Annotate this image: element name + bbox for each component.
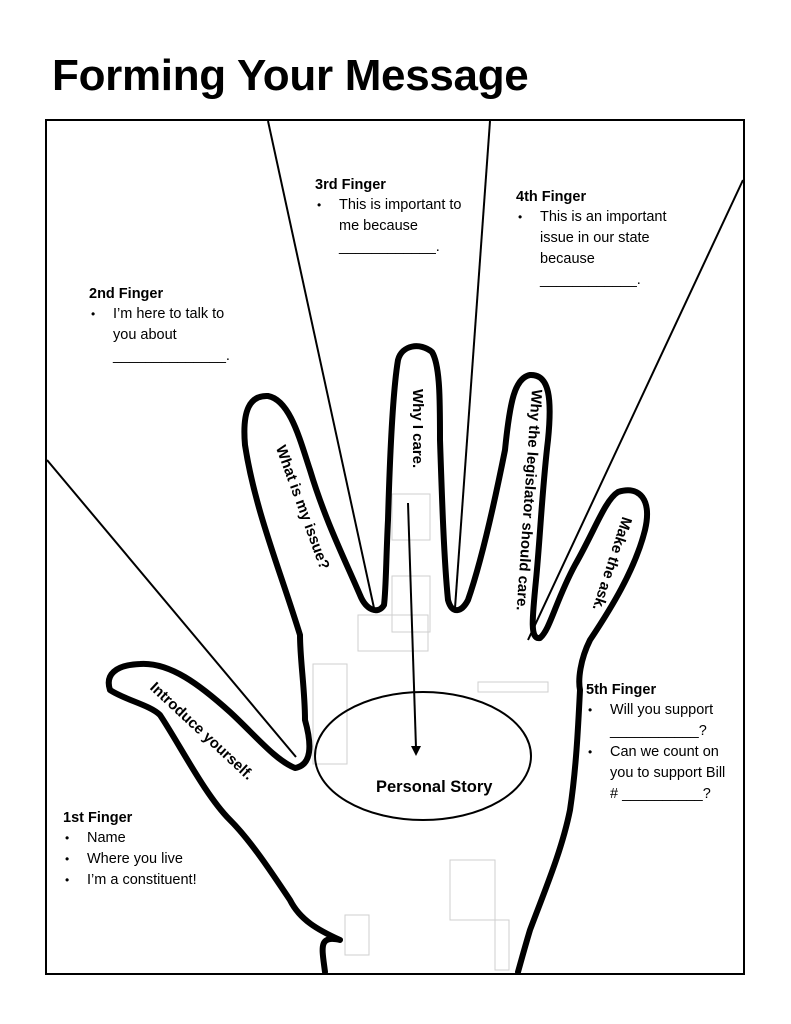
divider-line-3 (454, 120, 491, 609)
finger-bullets-3: This is important to me because ________… (315, 195, 465, 258)
arrow-line (407, 502, 417, 749)
finger-heading-1: 1st Finger (63, 810, 133, 826)
scan-artifact-boxes (312, 493, 549, 971)
personal-story-label: Personal Story (376, 778, 493, 796)
finger-bullets-1: Name Where you live I’m a constituent! (63, 828, 263, 891)
finger-block-2: 2nd Finger I’m here to talk to you about… (89, 284, 249, 367)
finger-label-3: Why I care. (409, 389, 426, 469)
divider-line-2 (267, 120, 375, 609)
bullet-item: This is an important issue in our state … (516, 207, 676, 291)
page-title: Forming Your Message (52, 51, 529, 100)
bullet-item: I’m here to talk to you about __________… (89, 304, 249, 367)
finger-block-5: 5th Finger Will you support ___________?… (586, 680, 736, 805)
finger-bullets-4: This is an important issue in our state … (516, 207, 676, 291)
finger-block-1: 1st Finger Name Where you live I’m a con… (63, 808, 263, 891)
finger-heading-2: 2nd Finger (89, 286, 164, 302)
hand-outline (105, 343, 650, 975)
bullet-item: Where you live (63, 849, 263, 870)
finger-block-4: 4th Finger This is an important issue in… (516, 187, 676, 291)
finger-bullets-5: Will you support ___________? Can we cou… (586, 700, 736, 805)
diagram-frame (45, 119, 745, 975)
finger-heading-5: 5th Finger (586, 682, 657, 698)
finger-bullets-2: I’m here to talk to you about __________… (89, 304, 249, 367)
bullet-item: Name (63, 828, 263, 849)
divider-line-1 (46, 459, 297, 758)
personal-story-ellipse (314, 691, 532, 821)
bullet-item: This is important to me because ________… (315, 195, 465, 258)
divider-line-4 (527, 179, 744, 641)
bullet-item: Will you support ___________? (586, 700, 736, 742)
finger-block-3: 3rd Finger This is important to me becau… (315, 175, 465, 258)
finger-heading-3: 3rd Finger (315, 177, 386, 193)
finger-heading-4: 4th Finger (516, 189, 587, 205)
bullet-item: Can we count on you to support Bill # __… (586, 742, 736, 805)
arrow-head-icon (411, 746, 421, 756)
bullet-item: I’m a constituent! (63, 870, 263, 891)
